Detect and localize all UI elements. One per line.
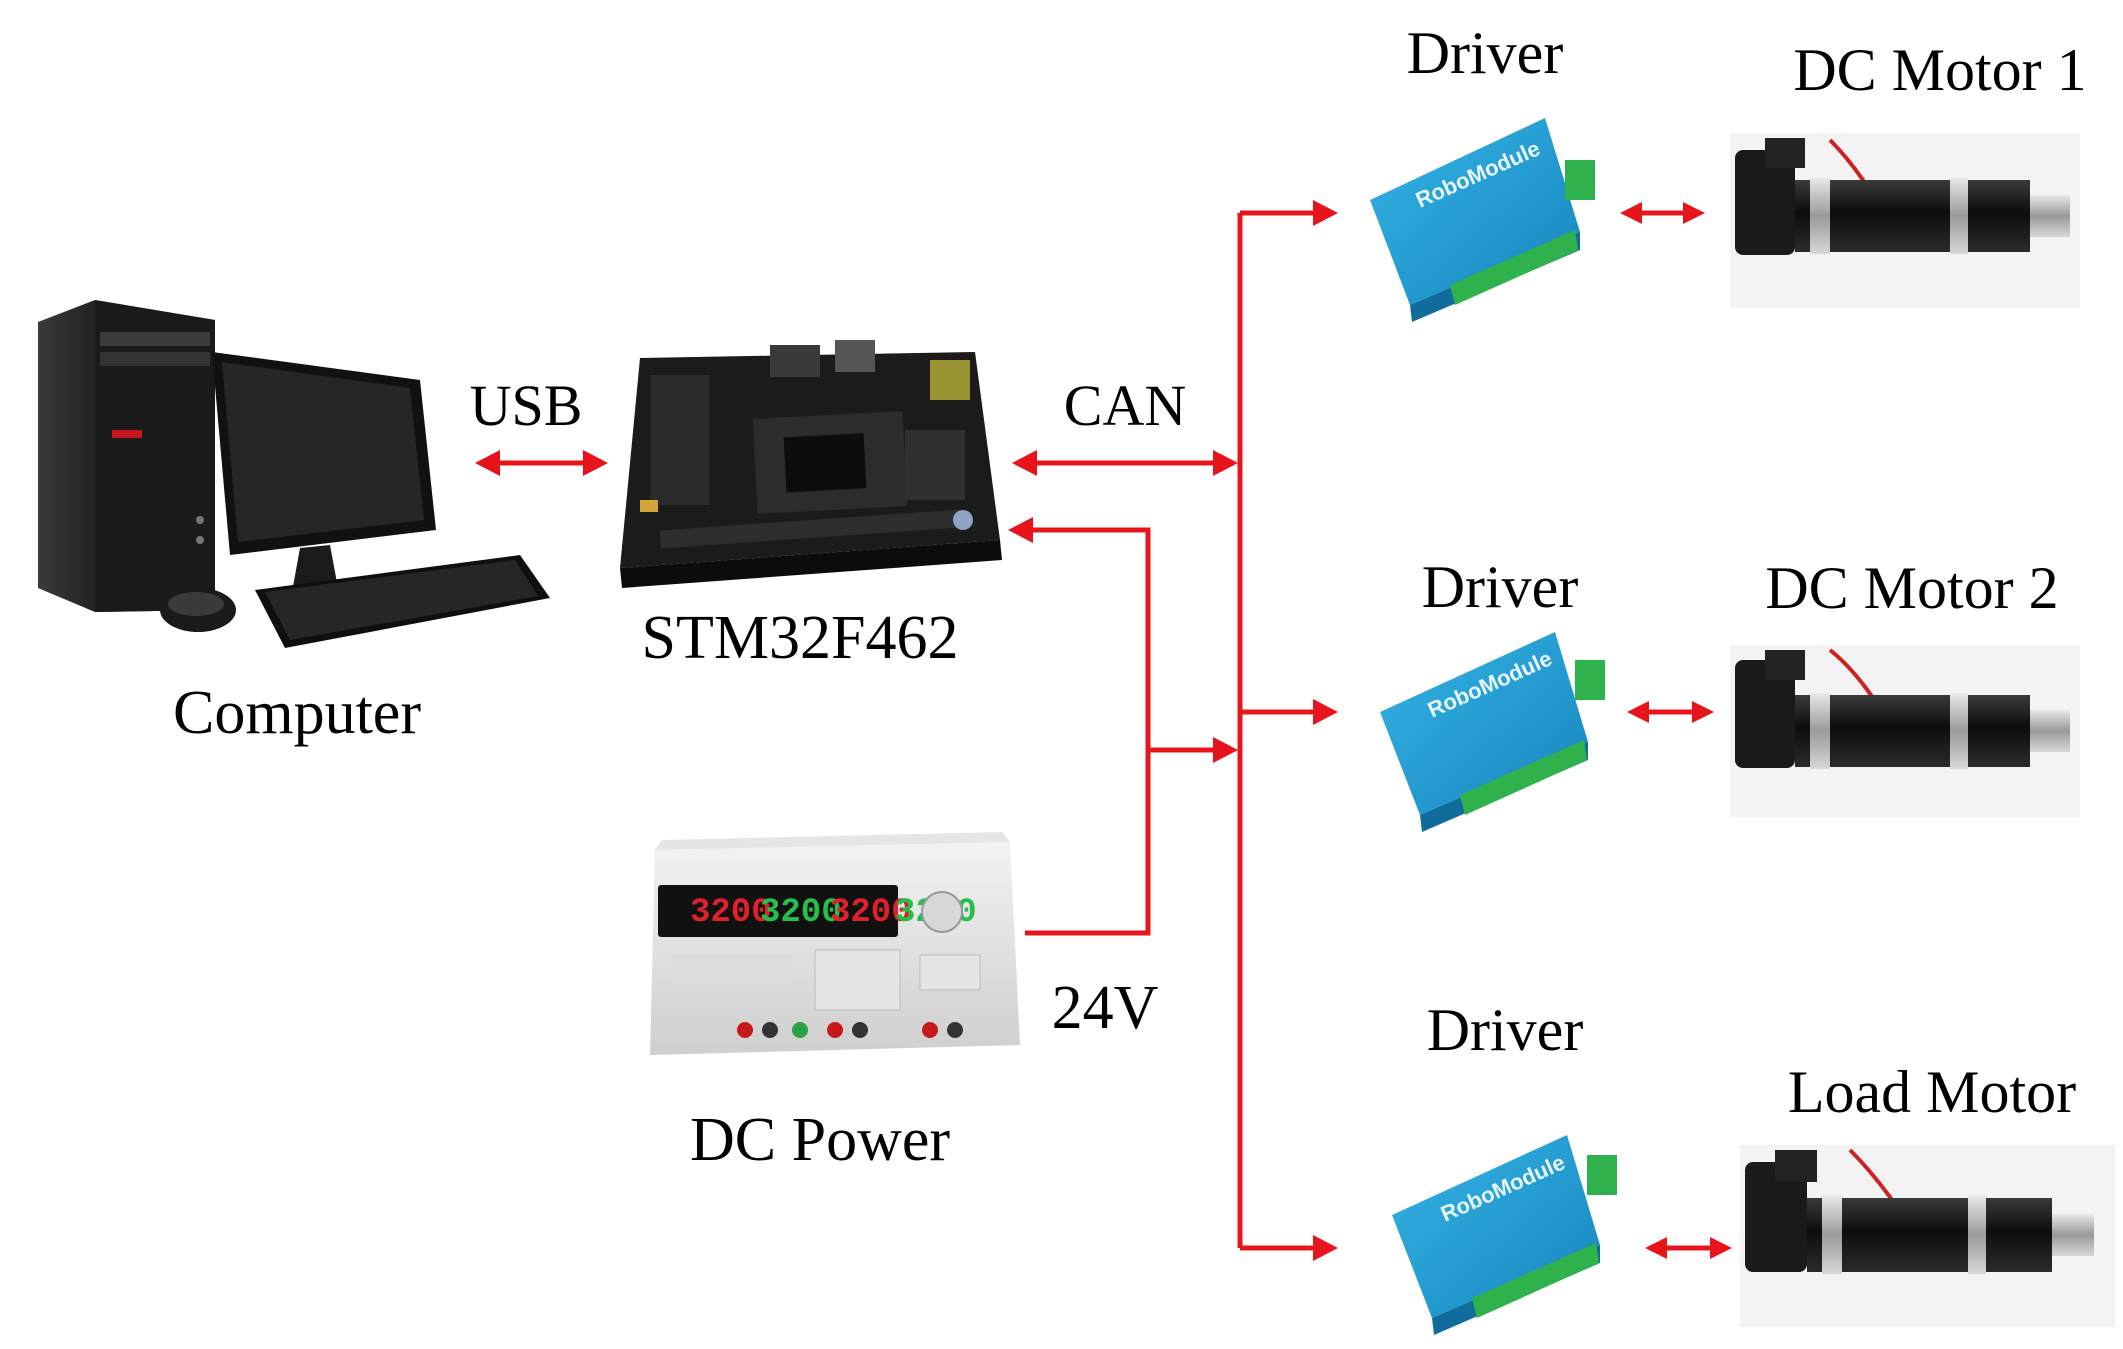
can-bus: [1237, 200, 1338, 1261]
motor-3-image: [1740, 1145, 2115, 1327]
voltage-label: 24V: [1052, 974, 1159, 1042]
stm32-board-image: [620, 340, 1002, 588]
driver-1-image: RoboModule: [1370, 118, 1595, 322]
usb-label: USB: [470, 373, 583, 438]
board-label: STM32F462: [642, 604, 959, 672]
power-display-1: 3200: [690, 894, 772, 932]
motor-2-image: [1730, 645, 2080, 817]
motor-3-arrow: [1645, 1237, 1732, 1259]
power-display-2: 3200: [760, 894, 842, 932]
motor-3-label: Load Motor: [1788, 1059, 2076, 1125]
motor-1-arrow: [1620, 202, 1705, 224]
computer-image: [38, 300, 550, 648]
driver-3-image: RoboModule: [1392, 1135, 1617, 1335]
power-display-3: 3200: [830, 894, 912, 932]
can-label: CAN: [1064, 373, 1186, 438]
dc-power-image: 3200 3200 3200 3200: [650, 832, 1020, 1055]
power-label: DC Power: [690, 1106, 950, 1174]
driver-2-label: Driver: [1422, 554, 1579, 620]
motor-2-label: DC Motor 2: [1765, 555, 2058, 621]
driver-3-label: Driver: [1427, 997, 1584, 1063]
motor-2-arrow: [1627, 701, 1714, 723]
power-wire: [1008, 517, 1238, 936]
driver-1-label: Driver: [1407, 20, 1564, 86]
motor-1-image: [1730, 133, 2080, 308]
can-arrow: [1012, 450, 1238, 476]
usb-arrow: [475, 450, 608, 476]
motor-1-label: DC Motor 1: [1793, 37, 2086, 103]
driver-2-image: RoboModule: [1380, 632, 1605, 832]
computer-label: Computer: [173, 679, 421, 747]
